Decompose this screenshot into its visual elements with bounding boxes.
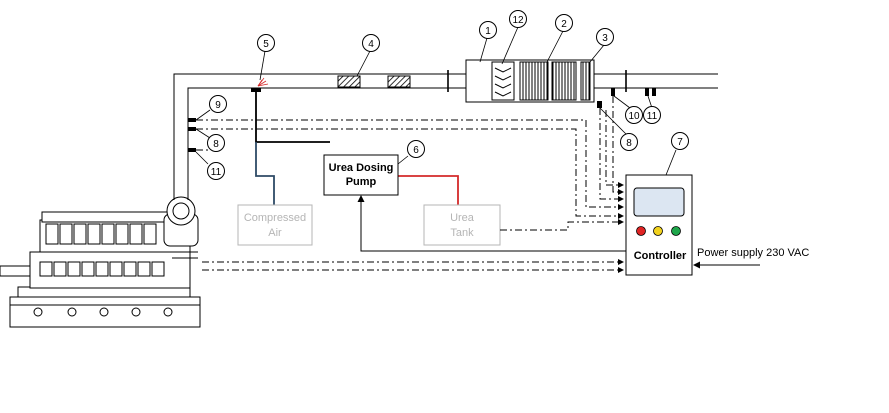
- svg-text:5: 5: [263, 39, 269, 50]
- dosing-pump-label-1: Urea Dosing: [329, 162, 394, 174]
- svg-text:4: 4: [368, 39, 374, 50]
- callout-8-left: 8: [207, 134, 225, 152]
- compressed-air-label-1: Compressed: [244, 212, 306, 224]
- callout-11-right: 11: [643, 106, 661, 124]
- control-line-to-pump: [357, 195, 626, 252]
- callout-10: 10: [625, 106, 643, 124]
- led-yellow: [653, 226, 663, 236]
- compressed-air-line: [255, 142, 275, 205]
- urea-tank-label-1: Urea: [450, 212, 475, 224]
- signal-arrowheads: [618, 182, 624, 273]
- injection-nozzle: [257, 77, 269, 87]
- urea-tank-label-2: Tank: [450, 227, 474, 239]
- urea-supply-line: [398, 175, 459, 205]
- svg-text:8: 8: [626, 138, 632, 149]
- callout-leaders: [195, 26, 677, 176]
- svg-text:11: 11: [211, 167, 222, 178]
- mixer-elements: [337, 75, 411, 88]
- svg-text:8: 8: [213, 139, 219, 150]
- crankcase-doors: [39, 261, 165, 277]
- callout-12: 12: [509, 10, 527, 28]
- callout-9: 9: [209, 95, 227, 113]
- callout-1: 1: [479, 21, 497, 39]
- callout-7: 7: [671, 132, 689, 150]
- callout-5: 5: [257, 34, 275, 52]
- svg-text:3: 3: [602, 33, 608, 44]
- controller-label: Controller: [634, 250, 687, 262]
- svg-text:9: 9: [215, 100, 221, 111]
- sensors: [188, 88, 656, 152]
- compressed-air-label-2: Air: [268, 227, 282, 239]
- engine-illustration: [0, 211, 201, 328]
- pipe-flanges: [447, 70, 627, 92]
- callout-2: 2: [555, 14, 573, 32]
- callout-11-left: 11: [207, 162, 225, 180]
- callout-6: 6: [407, 140, 425, 158]
- callout-3: 3: [596, 28, 614, 46]
- svg-text:12: 12: [512, 15, 524, 26]
- callout-4: 4: [362, 34, 380, 52]
- led-red: [636, 226, 646, 236]
- compressed-air-box: [237, 204, 313, 246]
- svg-text:11: 11: [647, 111, 658, 122]
- signal-lines: [196, 96, 622, 271]
- scr-reactor: [465, 59, 595, 103]
- pump-to-nozzle-line: [255, 92, 330, 143]
- led-green: [671, 226, 681, 236]
- urea-dosing-pump: [323, 154, 399, 196]
- svg-text:6: 6: [413, 145, 419, 156]
- urea-tank-box: [423, 204, 501, 246]
- callout-8-right: 8: [620, 133, 638, 151]
- dosing-pump-label-2: Pump: [346, 176, 377, 188]
- svg-text:2: 2: [561, 19, 567, 30]
- turbocharger: [166, 196, 196, 226]
- svg-text:1: 1: [485, 26, 491, 37]
- power-supply-label: Power supply 230 VAC: [697, 247, 809, 259]
- svg-text:7: 7: [677, 137, 683, 148]
- controller-screen: [633, 187, 685, 217]
- engine-feet: [33, 307, 173, 317]
- cylinder-heads: [45, 223, 157, 245]
- svg-text:10: 10: [628, 111, 640, 122]
